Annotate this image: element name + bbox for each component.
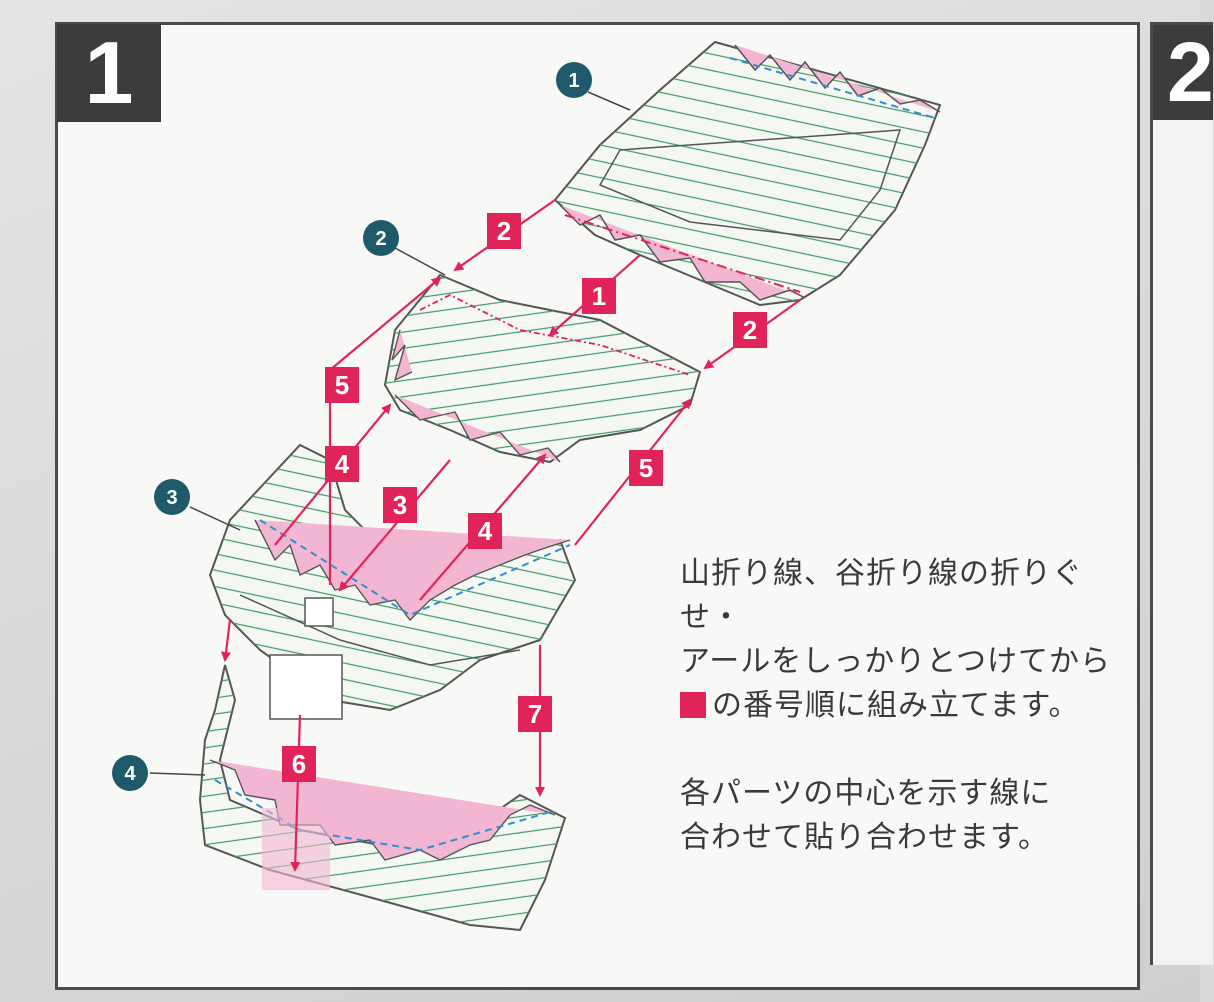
svg-text:1: 1	[592, 281, 606, 311]
instruction-line-2: アールをしっかりとつけてから	[680, 644, 1111, 679]
part-3-front-body	[208, 443, 577, 720]
order-label-1: 1	[582, 278, 616, 314]
part-1-roof	[553, 40, 942, 307]
red-square-icon	[680, 692, 706, 718]
part-callout-4: 4	[112, 755, 148, 791]
order-label-2a: 2	[487, 213, 521, 249]
svg-text:3: 3	[393, 490, 407, 520]
part-callout-4-label: 4	[124, 763, 136, 785]
order-label-7: 7	[518, 696, 552, 732]
svg-text:6: 6	[292, 749, 306, 779]
part-callout-1: 1	[556, 62, 592, 98]
instruction-line-4: 各パーツの中心を示す線に	[680, 776, 1052, 811]
instruction-line-1: 山折り線、谷折り線の折りぐせ・	[680, 556, 1083, 635]
instruction-line-3: の番号順に組み立てます。	[680, 684, 1120, 728]
svg-text:5: 5	[335, 370, 349, 400]
order-label-2b: 2	[733, 312, 767, 348]
order-label-4b: 4	[468, 513, 502, 549]
next-step-number-badge: 2	[1153, 25, 1214, 120]
svg-text:7: 7	[528, 699, 542, 729]
order-label-5b: 5	[629, 450, 663, 486]
part-callout-2: 2	[363, 220, 399, 256]
svg-text:2: 2	[497, 216, 511, 246]
instruction-text: 山折り線、谷折り線の折りぐせ・ アールをしっかりとつけてから の番号順に組み立て…	[680, 552, 1120, 860]
part-callout-3-label: 3	[166, 487, 177, 509]
order-label-4a: 4	[325, 446, 359, 482]
svg-text:5: 5	[639, 453, 653, 483]
svg-text:2: 2	[743, 315, 757, 345]
step-number-badge: 1	[57, 24, 161, 122]
instruction-line-5: 合わせて貼り合わせます。	[680, 820, 1049, 855]
next-step-panel	[1150, 22, 1213, 965]
instruction-line-3-text: の番号順に組み立てます。	[712, 688, 1080, 723]
part-callouts: 1 2 3 4	[112, 62, 592, 791]
part-callout-2-label: 2	[375, 228, 386, 250]
callout-leaders	[149, 91, 631, 776]
part-2-hood	[383, 273, 702, 464]
order-labels: 2 1 2 5 4 3 4 5 6 7	[282, 213, 767, 782]
svg-text:4: 4	[478, 516, 493, 546]
order-label-3: 3	[383, 487, 417, 523]
order-label-6: 6	[282, 746, 316, 782]
order-label-5a: 5	[325, 367, 359, 403]
part-callout-3: 3	[154, 479, 190, 515]
svg-text:4: 4	[335, 449, 350, 479]
part-callout-1-label: 1	[568, 70, 579, 92]
